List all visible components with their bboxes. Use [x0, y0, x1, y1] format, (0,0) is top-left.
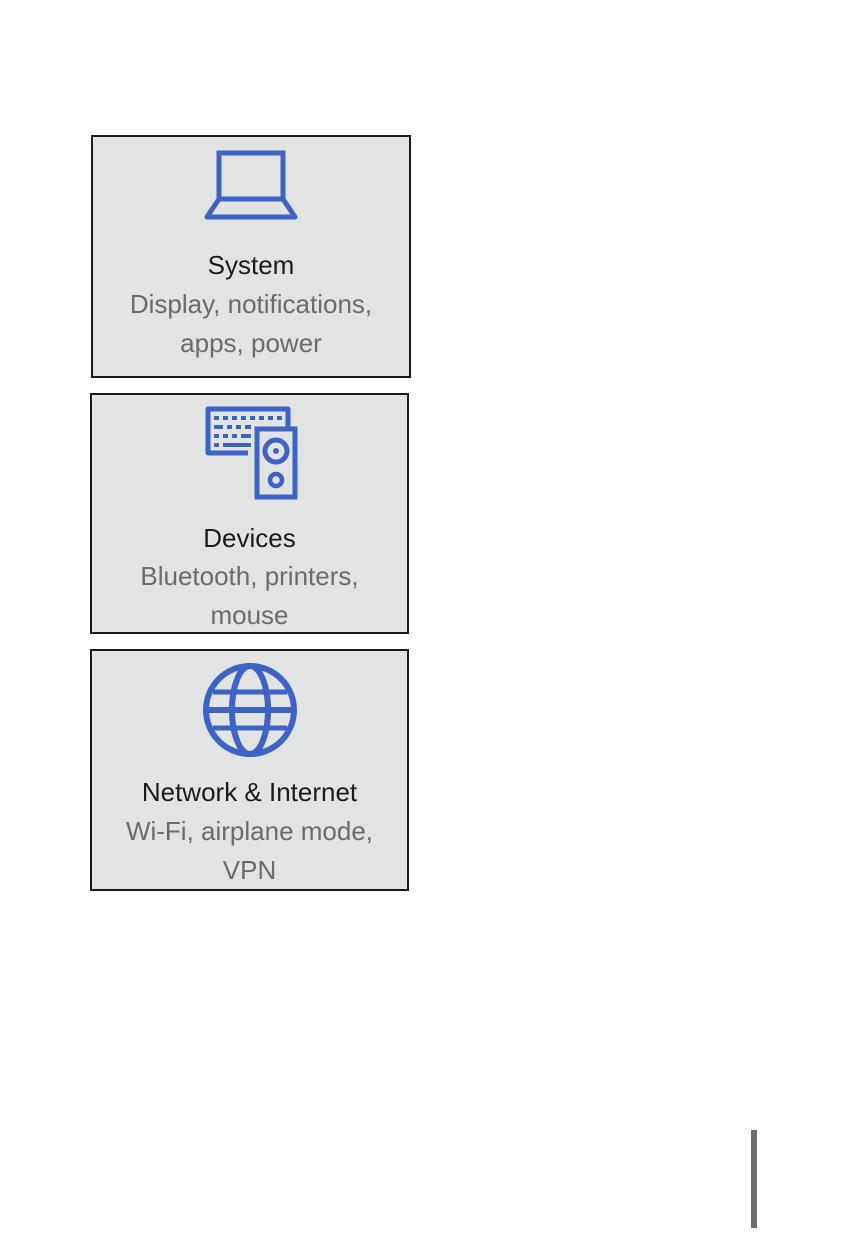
tile-system[interactable]: System Display, notifications, apps, pow… [91, 135, 411, 378]
scrollbar[interactable] [751, 1130, 757, 1228]
globe-icon [200, 661, 300, 764]
tile-description: mouse [210, 600, 289, 630]
tile-description: Bluetooth, printers, [140, 561, 359, 591]
devices-icon [200, 405, 300, 506]
tile-description: Wi-Fi, airplane mode, [125, 816, 374, 846]
tile-description: Display, notifications, [129, 289, 373, 319]
tile-devices[interactable]: Devices Bluetooth, printers, mouse [90, 393, 409, 634]
laptop-icon [201, 149, 301, 226]
tile-title: Devices [203, 523, 296, 553]
tile-description: apps, power [180, 328, 322, 358]
tile-title: System [207, 250, 295, 280]
tile-title: Network & Internet [141, 777, 358, 807]
tile-description: VPN [222, 855, 277, 885]
tile-network-internet[interactable]: Network & Internet Wi-Fi, airplane mode,… [90, 649, 409, 891]
